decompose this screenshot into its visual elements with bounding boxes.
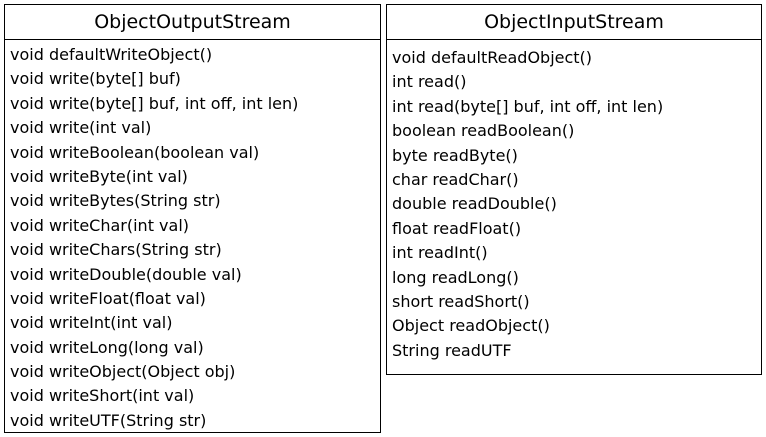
method-item: int read() <box>392 72 467 92</box>
method-item: void writeFloat(float val) <box>10 288 206 308</box>
method-item: boolean readBoolean() <box>392 121 575 141</box>
method-item: void write(int val) <box>10 118 152 138</box>
method-item: String readUTF <box>392 340 512 360</box>
method-item: void write(byte[] buf) <box>10 69 181 89</box>
method-item: double readDouble() <box>392 194 557 214</box>
method-item: void writeLong(long val) <box>10 337 204 357</box>
method-item: void writeUTF(String str) <box>10 410 207 430</box>
object-output-stream-method-list: void defaultWriteObject() void write(byt… <box>5 40 380 433</box>
method-item: void writeChar(int val) <box>10 215 190 235</box>
method-item: void writeChars(String str) <box>10 240 222 260</box>
method-item: void writeDouble(double val) <box>10 264 242 284</box>
method-item: Object readObject() <box>392 316 550 336</box>
method-item: byte readByte() <box>392 145 518 165</box>
method-item: void defaultWriteObject() <box>10 45 213 64</box>
method-item: void writeByte(int val) <box>10 166 188 186</box>
method-item: char readChar() <box>392 169 519 189</box>
method-item: void write(byte[] buf, int off, int len) <box>10 93 299 113</box>
object-input-stream-class-box: ObjectInputStream void defaultReadObject… <box>386 4 762 375</box>
object-output-stream-class-box: ObjectOutputStream void defaultWriteObje… <box>4 4 381 433</box>
method-item: long readLong() <box>392 267 519 287</box>
object-output-stream-title: ObjectOutputStream <box>5 5 380 40</box>
method-item: void writeInt(int val) <box>10 313 173 333</box>
method-item: void writeBoolean(boolean val) <box>10 142 260 162</box>
method-item: int readInt() <box>392 243 488 263</box>
method-item: int read(byte[] buf, int off, int len) <box>392 96 664 116</box>
method-item: void writeShort(int val) <box>10 386 195 406</box>
method-item: void writeBytes(String str) <box>10 191 221 211</box>
object-input-stream-method-list: void defaultReadObject() int read() int … <box>387 40 761 363</box>
method-item: float readFloat() <box>392 218 522 238</box>
method-item: void writeObject(Object obj) <box>10 362 236 382</box>
method-item: void defaultReadObject() <box>392 48 593 67</box>
method-item: short readShort() <box>392 291 530 311</box>
object-input-stream-title: ObjectInputStream <box>387 5 761 40</box>
